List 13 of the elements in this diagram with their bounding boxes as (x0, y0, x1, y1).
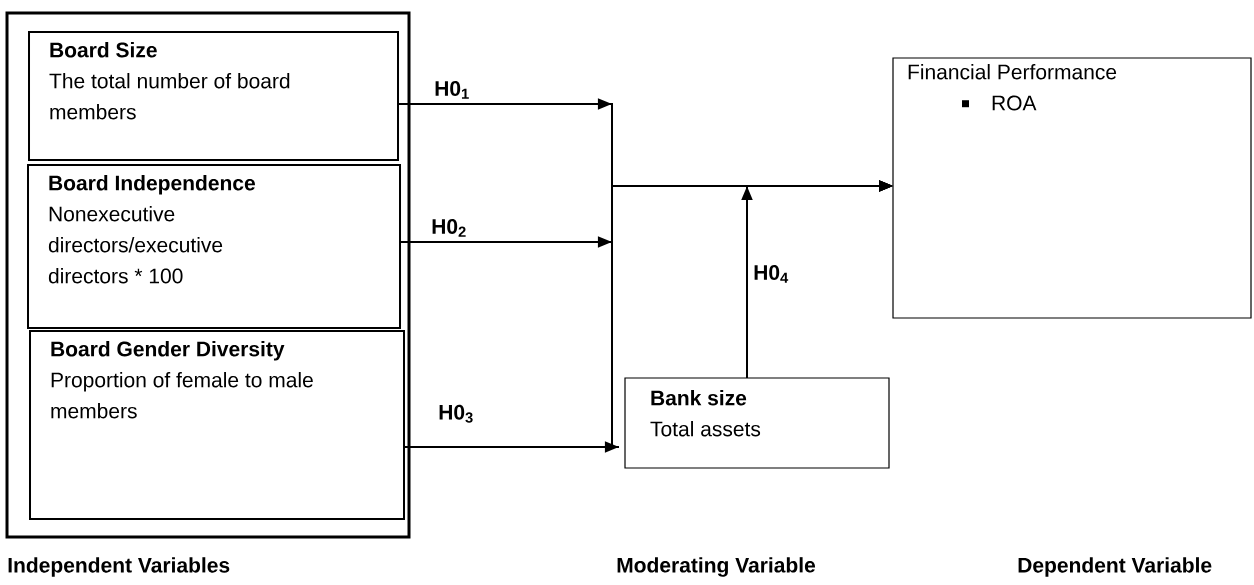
variable-box: Board Gender Diversity Proportion of female to male members (29, 330, 405, 520)
group-box (5, 11, 411, 539)
edge-label: H0$_{1}$ (433, 80, 471, 100)
caption-label: Moderating Variable (617, 557, 816, 577)
edge-label: H0$_{4}$ (752, 264, 790, 284)
variable-box: Board Independence Nonexecutive directors/executive directors * 100 (27, 164, 401, 329)
edge-label: H0$_{2}$ (430, 218, 468, 238)
caption-label: Dependent Variable (1018, 557, 1212, 577)
variable-box: Financial Performance ROA (892, 57, 1252, 319)
edge-label: H0$_{3}$ (437, 403, 475, 424)
variable-box: Board Size The total number of board members (28, 31, 399, 161)
caption-label: Independent Variables (8, 557, 230, 577)
variable-box: Bank size Total assets (624, 377, 890, 469)
